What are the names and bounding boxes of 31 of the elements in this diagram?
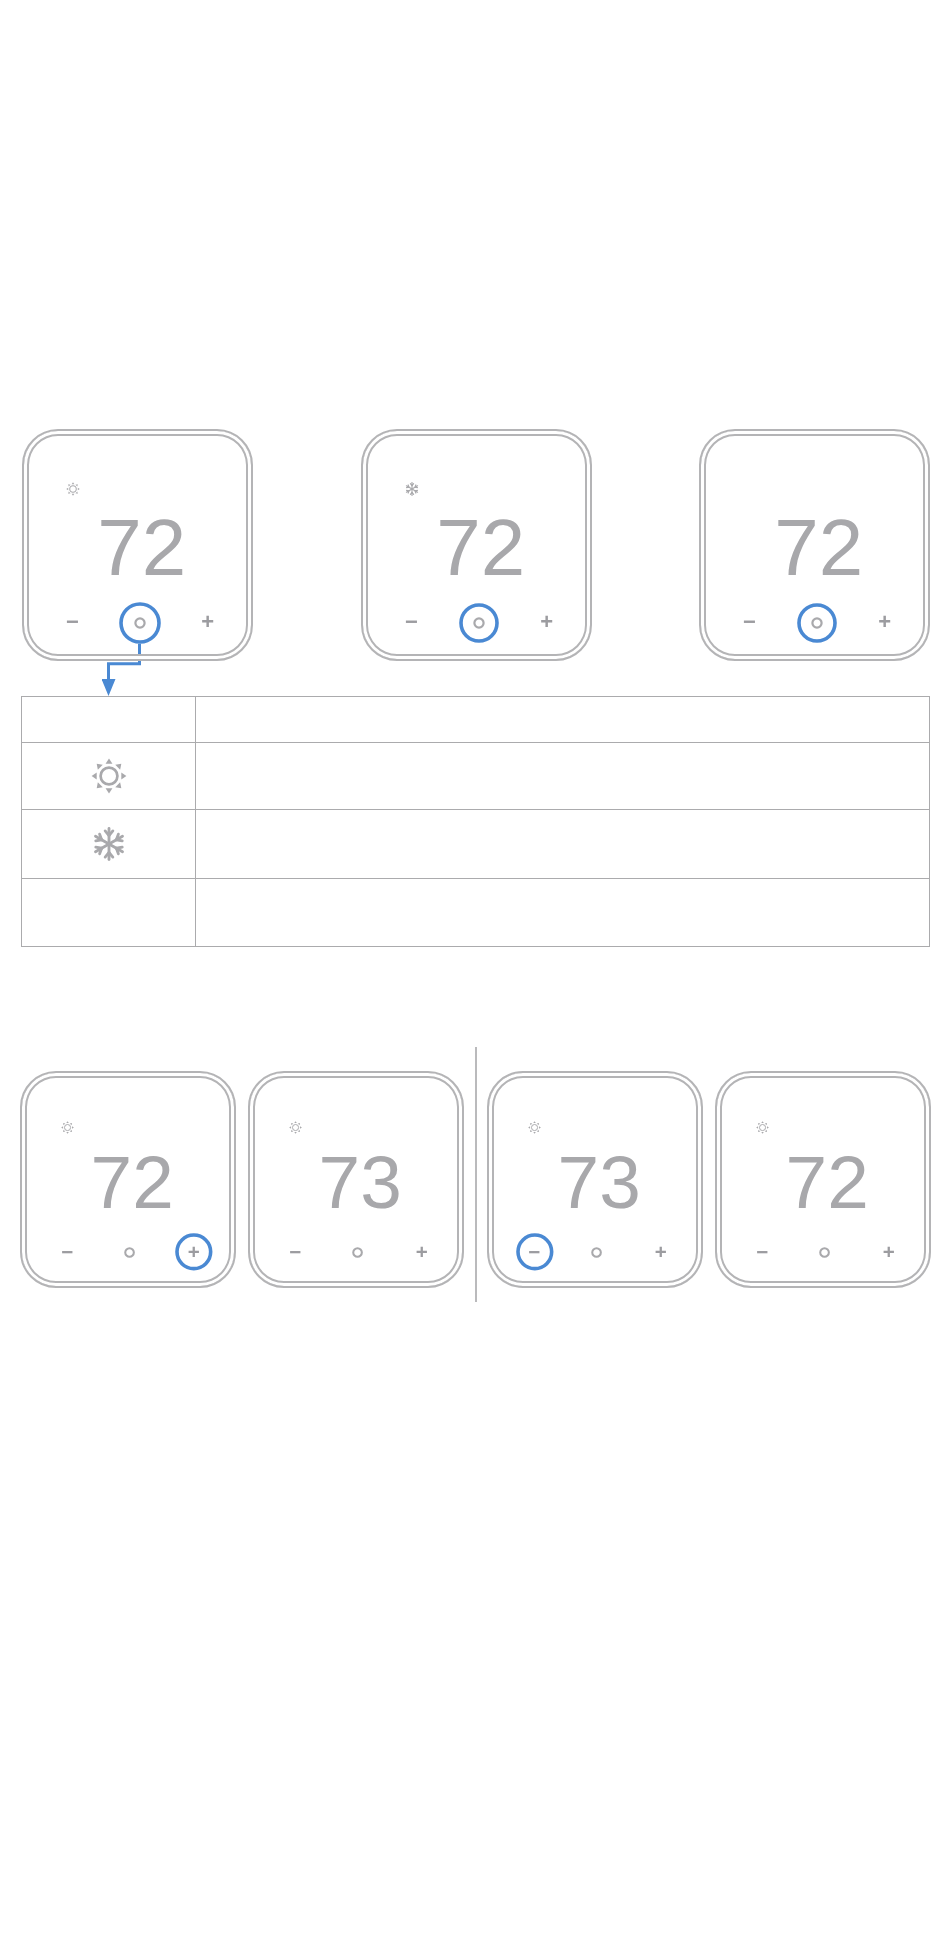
thermostat <box>715 1071 931 1288</box>
minus-sign: − <box>756 1241 769 1263</box>
plus-sign: + <box>878 611 892 634</box>
plus-sign: + <box>882 1241 895 1263</box>
temperature-reading: 72 <box>436 508 526 588</box>
table-cell <box>21 696 196 743</box>
temperature-reading: 72 <box>774 508 864 588</box>
highlighted-button <box>118 601 161 644</box>
minus-sign: − <box>61 1241 74 1263</box>
thermostat <box>361 429 592 661</box>
minus-sign: − <box>66 611 79 634</box>
thermostat <box>20 1071 236 1288</box>
minus-sign: − <box>743 611 756 634</box>
plus-sign: + <box>187 1241 200 1263</box>
plus-sign: + <box>540 611 554 634</box>
thermostat <box>248 1071 464 1288</box>
temperature-reading: 72 <box>97 508 187 588</box>
plus-sign: + <box>654 1241 667 1263</box>
plus-sign: + <box>415 1241 428 1263</box>
minus-sign: − <box>405 611 418 634</box>
minus-sign: − <box>528 1241 541 1263</box>
temperature-reading: 73 <box>557 1145 641 1220</box>
thermostat <box>699 429 930 661</box>
plus-sign: + <box>201 611 215 634</box>
minus-sign: − <box>289 1241 302 1263</box>
temperature-reading: 73 <box>318 1145 402 1220</box>
arrow <box>101 643 141 696</box>
thermostat <box>487 1071 703 1288</box>
thermostat <box>22 429 253 661</box>
temperature-reading: 72 <box>90 1145 174 1220</box>
temperature-reading: 72 <box>785 1145 869 1220</box>
